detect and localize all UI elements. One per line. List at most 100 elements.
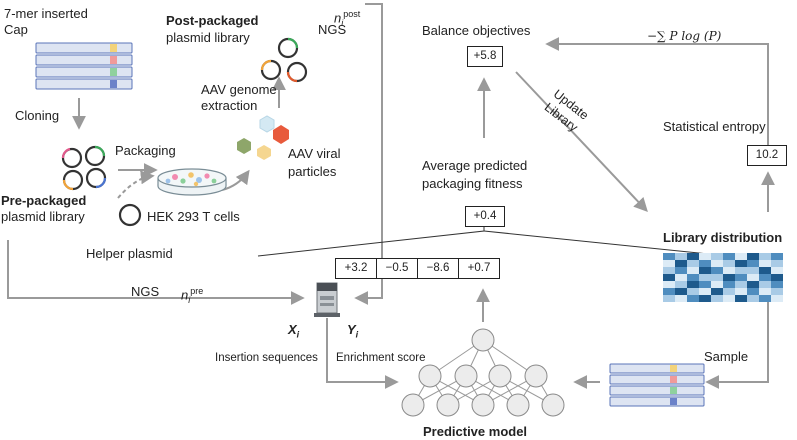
heatmap-cell — [711, 274, 723, 281]
heatmap-cell — [771, 274, 783, 281]
heatmap-cell — [675, 288, 687, 295]
heatmap-cell — [711, 260, 723, 267]
heatmap-cell — [711, 288, 723, 295]
heatmap-cell — [675, 274, 687, 281]
heatmap-cell — [663, 253, 675, 260]
leaf-value-1: +3.2 — [335, 258, 377, 279]
viral-particles-line2: particles — [288, 164, 337, 179]
heatmap-cell — [747, 281, 759, 288]
helper-plasmid-icon — [118, 203, 142, 227]
extraction-label-line1: AAV genome — [201, 82, 277, 97]
heatmap-cell — [735, 281, 747, 288]
sequencer-icon — [314, 282, 340, 317]
heatmap-cell — [699, 281, 711, 288]
avg-fitness-line1: Average predicted — [422, 158, 528, 173]
heatmap-cell — [675, 260, 687, 267]
heatmap-cell — [699, 253, 711, 260]
heatmap-cell — [675, 281, 687, 288]
arrow-update-library — [515, 71, 648, 213]
heatmap-cell — [759, 260, 771, 267]
heatmap-cell — [771, 253, 783, 260]
heatmap-cell — [735, 288, 747, 295]
extraction-label-line2: extraction — [201, 98, 258, 113]
heatmap-cell — [711, 267, 723, 274]
heatmap-cell — [771, 281, 783, 288]
heatmap-cell — [771, 295, 783, 302]
heatmap-cell — [711, 295, 723, 302]
heatmap-cell — [663, 288, 675, 295]
heatmap-cell — [735, 260, 747, 267]
insert-bars-stack — [35, 42, 133, 90]
arrow-ngs-pre — [7, 240, 305, 305]
arrow-helper — [117, 170, 155, 199]
arrow-entropy-balance — [545, 37, 769, 150]
library-distribution-heatmap — [663, 253, 783, 302]
heatmap-cell — [663, 281, 675, 288]
leaf-value-3: −8.6 — [417, 258, 459, 279]
predictive-model-title: Predictive model — [423, 424, 528, 439]
heatmap-cell — [759, 267, 771, 274]
heatmap-cell — [723, 288, 735, 295]
heatmap-cell — [723, 253, 735, 260]
packaging-label: Packaging — [115, 143, 176, 158]
heatmap-cell — [771, 288, 783, 295]
heatmap-cell — [663, 295, 675, 302]
arrow-sequencer-model — [326, 318, 399, 389]
heatmap-cell — [759, 253, 771, 260]
hek-cells-label: HEK 293 T cells — [147, 209, 240, 224]
post-plasmid-icons — [260, 37, 308, 83]
heatmap-cell — [759, 295, 771, 302]
pre-packaged-subtitle: plasmid library — [1, 209, 85, 224]
ngs-pre-label: NGS — [131, 284, 160, 299]
heatmap-cell — [687, 253, 699, 260]
heatmap-cell — [663, 274, 675, 281]
n-post-label: nipost — [334, 9, 361, 28]
leaf-value-2: −0.5 — [376, 258, 418, 279]
heatmap-cell — [723, 260, 735, 267]
statistical-entropy-label: Statistical entropy — [663, 119, 766, 134]
heatmap-cell — [747, 288, 759, 295]
heatmap-cell — [747, 260, 759, 267]
heatmap-cell — [699, 295, 711, 302]
sample-bars-stack — [609, 363, 705, 407]
y-variable-label: Yi — [347, 322, 359, 340]
aav-particle-icons — [237, 115, 289, 160]
cloning-label: Cloning — [15, 108, 60, 123]
viral-particles-line1: AAV viral — [288, 146, 341, 161]
heatmap-cell — [687, 274, 699, 281]
neural-network-icon — [401, 328, 565, 417]
heatmap-cell — [675, 295, 687, 302]
heatmap-cell — [687, 281, 699, 288]
heatmap-cell — [699, 267, 711, 274]
connectors — [7, 3, 775, 389]
heatmap-cell — [747, 253, 759, 260]
heatmap-cell — [723, 281, 735, 288]
heatmap-cell — [711, 253, 723, 260]
post-packaged-subtitle: plasmid library — [166, 30, 250, 45]
heatmap-cell — [735, 267, 747, 274]
heatmap-cell — [747, 267, 759, 274]
heatmap-cell — [711, 281, 723, 288]
heatmap-cell — [771, 267, 783, 274]
pre-packaged-title: Pre-packaged — [1, 193, 87, 208]
cell-culture-dish — [157, 168, 227, 196]
arrow-library-sample — [705, 300, 769, 389]
heatmap-cell — [687, 288, 699, 295]
heatmap-cell — [663, 260, 675, 267]
entropy-value: 10.2 — [747, 145, 787, 166]
heatmap-cell — [699, 260, 711, 267]
leaf-value-4: +0.7 — [458, 258, 500, 279]
heatmap-cell — [759, 281, 771, 288]
insertion-sequences-label: Insertion sequences — [215, 352, 318, 364]
heatmap-cell — [759, 288, 771, 295]
heatmap-cell — [735, 274, 747, 281]
heatmap-cell — [771, 260, 783, 267]
heatmap-cell — [735, 295, 747, 302]
enrichment-score-label: Enrichment score — [336, 352, 426, 364]
arrow-ngs-post — [354, 3, 383, 305]
heatmap-cell — [747, 295, 759, 302]
balance-value: +5.8 — [467, 46, 503, 67]
heatmap-cell — [723, 274, 735, 281]
ngs-post-label: NGS — [318, 22, 347, 37]
